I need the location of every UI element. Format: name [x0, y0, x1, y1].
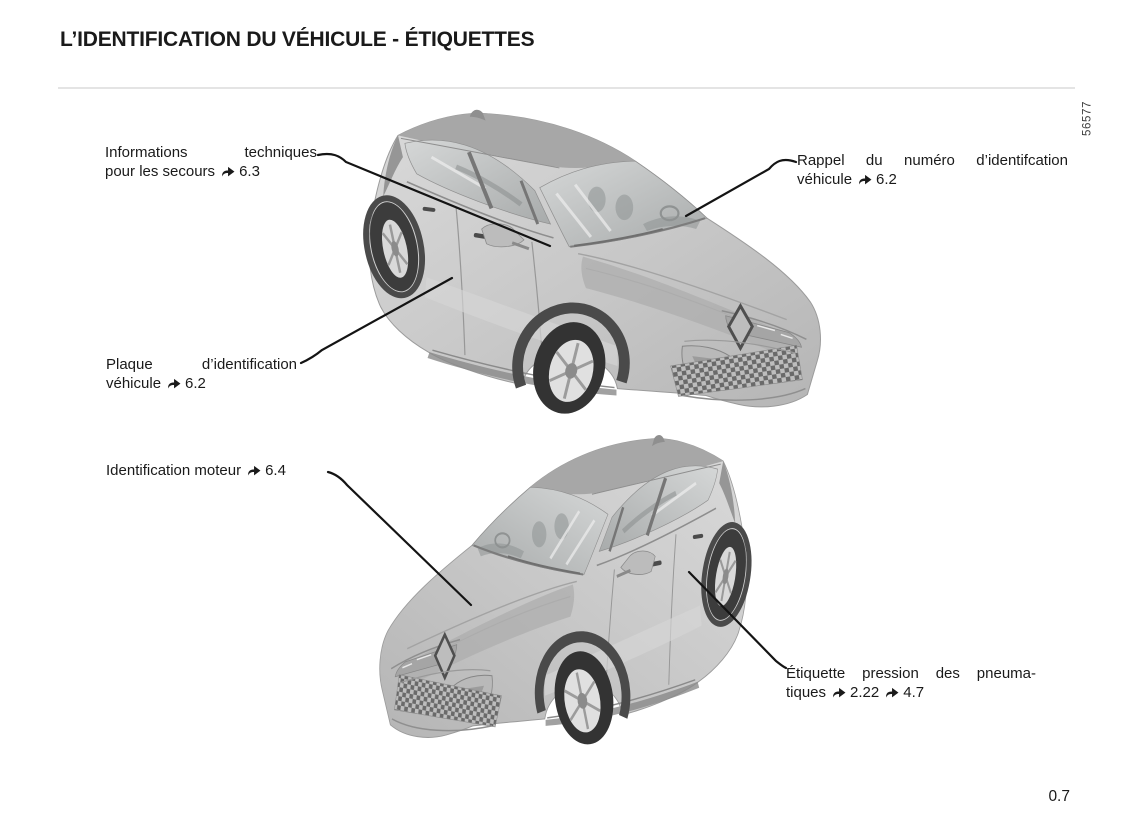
section-reference: 2.22 [850, 684, 880, 701]
section-reference: 6.4 [265, 462, 286, 479]
callout-plaque-identification: Plaque d’identification véhicule 6.2 [106, 355, 297, 393]
callout-text: Plaque d’identification [106, 356, 297, 373]
callout-text: Étiquette pression des pneuma- [786, 665, 1036, 682]
callout-etiquette-pression-pneumatiques: Étiquette pression des pneuma- tiques 2.2… [786, 664, 1036, 702]
title-divider [58, 87, 1075, 89]
section-reference: 6.2 [876, 171, 897, 188]
callout-text: véhicule [797, 171, 853, 188]
vehicle-illustration-top [338, 98, 830, 428]
cross-reference-arrow-icon [166, 378, 181, 389]
callout-rappel-numero-identification: Rappel du numéro d’identifcation véhicul… [797, 151, 1068, 189]
callout-text: véhicule 6.2 [797, 170, 1068, 189]
callout-text: Identification moteur 6.4 [106, 461, 366, 480]
cross-reference-arrow-icon [246, 465, 261, 476]
cross-reference-arrow-icon [884, 687, 899, 698]
cross-reference-arrow-icon [857, 174, 872, 185]
illustration-code: 56577 [1081, 101, 1094, 136]
callout-text: véhicule [106, 375, 162, 392]
section-reference: 6.2 [185, 375, 206, 392]
vehicle-illustration-bottom [372, 423, 772, 759]
page-number: 0.7 [1048, 788, 1070, 805]
callout-text: Informations techniques [105, 144, 317, 161]
callout-informations-techniques: Informations techniques pour les secours… [105, 143, 317, 181]
section-reference: 4.7 [903, 684, 925, 701]
page-title: L’IDENTIFICATION DU VÉHICULE - ÉTIQUETTE… [60, 28, 535, 51]
callout-text: tiques [786, 684, 827, 701]
section-reference: 6.3 [239, 163, 260, 180]
callout-identification-moteur: Identification moteur 6.4 [106, 461, 366, 480]
callout-text: pour les secours 6.3 [105, 162, 317, 181]
callout-text: véhicule 6.2 [106, 374, 297, 393]
cross-reference-arrow-icon [831, 687, 846, 698]
callout-text: Identification moteur [106, 462, 242, 479]
cross-reference-arrow-icon [220, 166, 235, 177]
callout-text: Rappel du numéro d’identifcation [797, 152, 1068, 169]
callout-text: pour les secours [105, 163, 216, 180]
callout-text: tiques 2.22 4.7 [786, 683, 1036, 702]
